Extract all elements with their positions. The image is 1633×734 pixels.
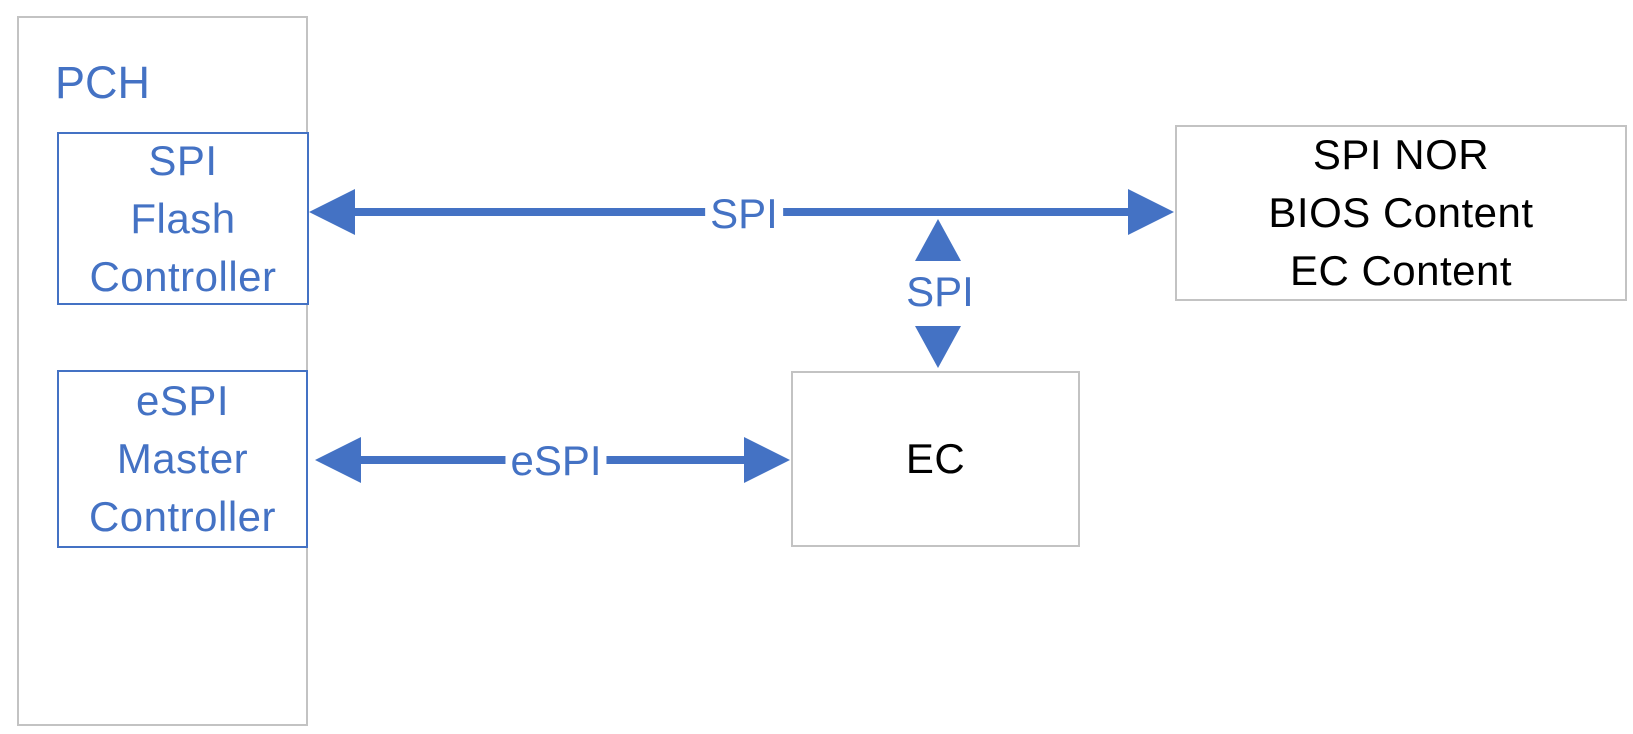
espi-master-controller-line2: Master — [116, 435, 249, 482]
espi-master-controller-line1: eSPI — [135, 377, 230, 424]
espi-label: eSPI — [505, 440, 607, 482]
spi-flash-controller-line1: SPI — [148, 136, 218, 184]
spi-nor-line2: BIOS Content — [1268, 189, 1534, 236]
spi-drop-label: SPI — [906, 268, 974, 315]
spi-nor-line3: EC Content — [1289, 247, 1513, 294]
espi-arrowhead-left-icon — [315, 437, 361, 483]
spi-drop-arrowhead-up-icon — [915, 219, 961, 261]
node-espi-master-controller: eSPI Master Controller — [57, 370, 308, 548]
spi-flash-controller-line2: Flash — [130, 194, 236, 242]
spi-drop-arrowhead-down-icon — [915, 326, 961, 368]
espi-arrowhead-right-icon — [744, 437, 790, 483]
ec-label: EC — [905, 435, 966, 482]
node-spi-nor: SPI NOR BIOS Content EC Content — [1175, 125, 1627, 301]
pch-label: PCH — [55, 57, 151, 108]
node-ec: EC — [791, 371, 1080, 547]
spi-nor-line1: SPI NOR — [1312, 131, 1490, 178]
spi-bus-arrowhead-right-icon — [1128, 189, 1174, 235]
spi-flash-controller-line3: Controller — [89, 252, 277, 300]
spi-bus-label: SPI — [705, 193, 783, 235]
espi-master-controller-line3: Controller — [88, 493, 277, 540]
node-spi-flash-controller: SPI Flash Controller — [57, 132, 309, 305]
spi-bus-arrowhead-left-icon — [309, 189, 355, 235]
